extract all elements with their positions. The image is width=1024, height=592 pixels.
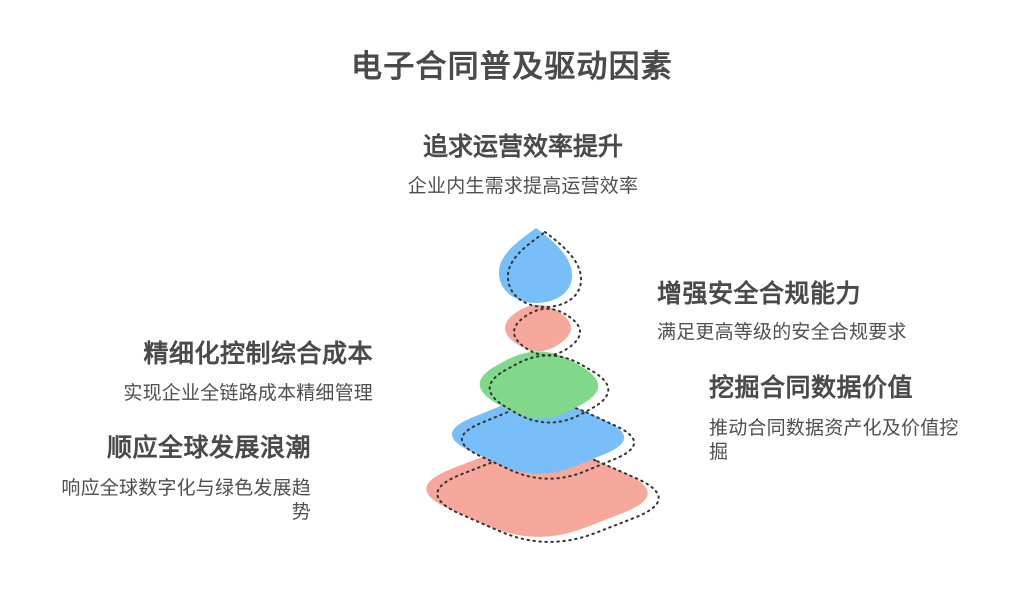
factor-block-data-value: 挖掘合同数据价值 推动合同数据资产化及价值挖掘: [709, 372, 967, 465]
page-title: 电子合同普及驱动因素: [351, 49, 673, 84]
pyramid-layer-5-base-sketch-outline: [436, 449, 660, 543]
factor-data-value-description: 推动合同数据资产化及价值挖掘: [709, 418, 959, 463]
factor-global-trend-description: 响应全球数字化与绿色发展趋势: [61, 478, 311, 523]
factor-data-value-heading: 挖掘合同数据价值: [709, 374, 914, 402]
pyramid-layer-2-fill: [505, 304, 571, 352]
factor-efficiency-description: 企业内生需求提高运营效率: [407, 176, 639, 197]
factor-global-trend-heading: 顺应全球发展浪潮: [106, 434, 311, 462]
pyramid-layer-2-sketch-outline: [513, 307, 581, 357]
factor-block-global-trend: 顺应全球发展浪潮 响应全球数字化与绿色发展趋势: [51, 432, 311, 525]
factor-block-efficiency: 追求运营效率提升 企业内生需求提高运营效率: [371, 131, 675, 199]
factor-compliance-heading: 增强安全合规能力: [657, 280, 862, 308]
factor-compliance-description: 满足更高等级的安全合规要求: [657, 322, 907, 343]
factor-cost-heading: 精细化控制综合成本: [143, 340, 373, 368]
pyramid-layer-3-sketch-outline: [488, 354, 610, 424]
factor-efficiency-heading: 追求运营效率提升: [422, 133, 623, 161]
pyramid-layer-1-top-fill: [498, 228, 573, 303]
factor-cost-description: 实现企业全链路成本精细管理: [123, 383, 373, 404]
factor-block-cost: 精细化控制综合成本 实现企业全链路成本精细管理: [113, 338, 373, 406]
pyramid-layer-1-top-sketch-outline: [506, 230, 583, 309]
factor-block-compliance: 增强安全合规能力 满足更高等级的安全合规要求: [657, 278, 937, 345]
